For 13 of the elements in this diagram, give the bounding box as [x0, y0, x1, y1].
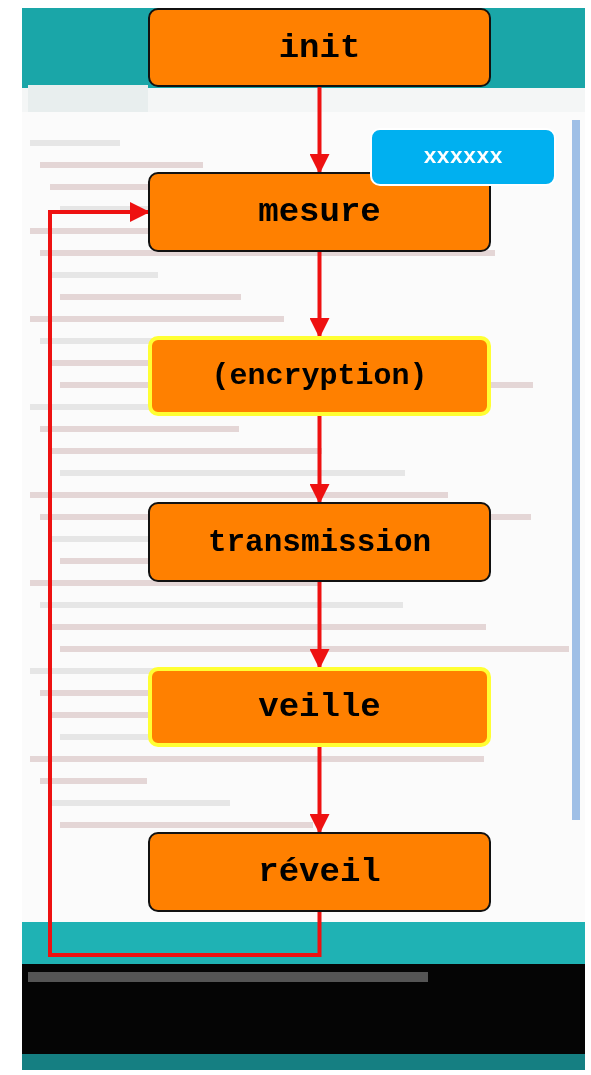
- arrow: [309, 87, 330, 174]
- process-box: veille: [148, 667, 491, 747]
- process-box: init: [148, 8, 491, 87]
- process-box: réveil: [148, 832, 491, 912]
- arrow: [309, 252, 330, 338]
- arrow: [309, 416, 330, 504]
- tag-label: xxxxxx: [370, 128, 556, 186]
- process-box: mesure: [148, 172, 491, 252]
- arrow: [309, 582, 330, 669]
- process-box: (encryption): [148, 336, 491, 416]
- process-box: transmission: [148, 502, 491, 582]
- arrow: [48, 202, 322, 957]
- arrow: [309, 747, 330, 834]
